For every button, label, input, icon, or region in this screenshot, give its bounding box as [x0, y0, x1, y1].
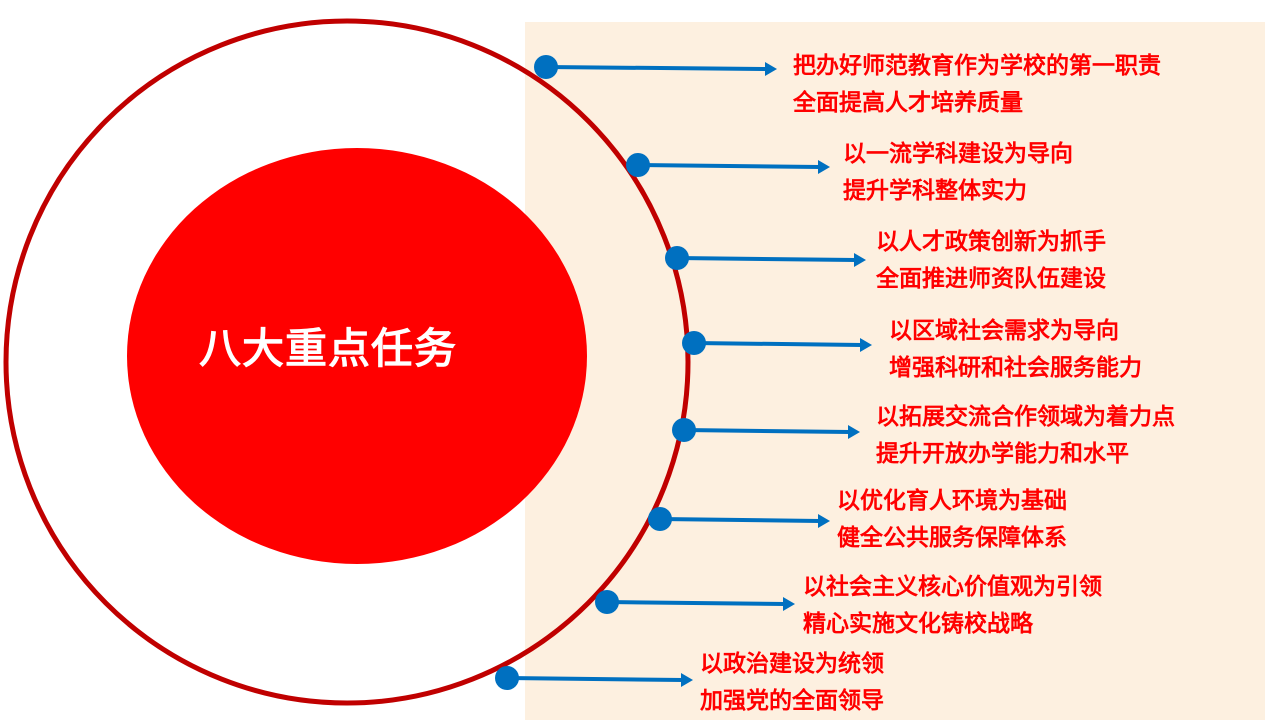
- arrow-head-icon: [681, 673, 693, 687]
- task-item: 以社会主义核心价值观为引领精心实施文化铸校战略: [803, 569, 1102, 643]
- task-line-2: 加强党的全面领导: [700, 688, 884, 714]
- connector-line: [606, 600, 786, 606]
- outer-ring: [3, 18, 691, 706]
- connector-dot: [495, 666, 519, 690]
- arrow-head-icon: [818, 160, 830, 174]
- connector-dot: [648, 507, 672, 531]
- connector-dot: [626, 153, 650, 177]
- task-line-1: 把办好师范教育作为学校的第一职责: [793, 53, 1161, 79]
- arrow-head-icon: [848, 425, 860, 439]
- task-item: 把办好师范教育作为学校的第一职责全面提高人才培养质量: [793, 48, 1161, 122]
- arrow-head-icon: [854, 253, 866, 267]
- inner-circle: [127, 148, 587, 564]
- task-line-1: 以政治建设为统领: [700, 651, 884, 677]
- connector-line: [693, 341, 863, 347]
- task-item: 以人才政策创新为抓手全面推进师资队伍建设: [876, 224, 1106, 298]
- task-line-1: 以社会主义核心价值观为引领: [803, 574, 1102, 600]
- connector-dot: [672, 418, 696, 442]
- task-item: 以区域社会需求为导向增强科研和社会服务能力: [889, 313, 1142, 387]
- connector-line: [683, 428, 851, 434]
- task-item: 以政治建设为统领加强党的全面领导: [700, 646, 884, 720]
- connector-dot: [534, 55, 558, 79]
- task-line-2: 提升开放办学能力和水平: [876, 441, 1129, 467]
- task-line-2: 健全公共服务保障体系: [837, 525, 1067, 551]
- connector-line: [676, 256, 857, 262]
- connector-dot: [682, 331, 706, 355]
- task-line-1: 以一流学科建设为导向: [843, 141, 1073, 167]
- task-line-2: 精心实施文化铸校战略: [803, 611, 1033, 637]
- task-line-1: 以拓展交流合作领域为着力点: [876, 404, 1175, 430]
- task-line-1: 以区域社会需求为导向: [889, 318, 1119, 344]
- task-line-2: 全面提高人才培养质量: [793, 90, 1023, 116]
- arrow-head-icon: [783, 597, 795, 611]
- connector-line: [545, 65, 768, 71]
- arrow-head-icon: [818, 514, 830, 528]
- task-line-2: 提升学科整体实力: [843, 178, 1027, 204]
- connector-dot: [595, 590, 619, 614]
- connector-line: [637, 163, 821, 169]
- connector-dot: [665, 246, 689, 270]
- task-line-1: 以人才政策创新为抓手: [876, 229, 1106, 255]
- task-line-2: 全面推进师资队伍建设: [876, 266, 1106, 292]
- task-item: 以优化育人环境为基础健全公共服务保障体系: [837, 483, 1067, 557]
- connector-line: [506, 676, 684, 682]
- task-line-2: 增强科研和社会服务能力: [889, 355, 1142, 381]
- task-item: 以一流学科建设为导向提升学科整体实力: [843, 136, 1073, 210]
- center-title: 八大重点任务: [198, 324, 457, 373]
- task-line-1: 以优化育人环境为基础: [837, 488, 1067, 514]
- arrow-head-icon: [860, 338, 872, 352]
- task-item: 以拓展交流合作领域为着力点提升开放办学能力和水平: [876, 399, 1175, 473]
- arrow-head-icon: [765, 62, 777, 76]
- connector-line: [659, 517, 821, 523]
